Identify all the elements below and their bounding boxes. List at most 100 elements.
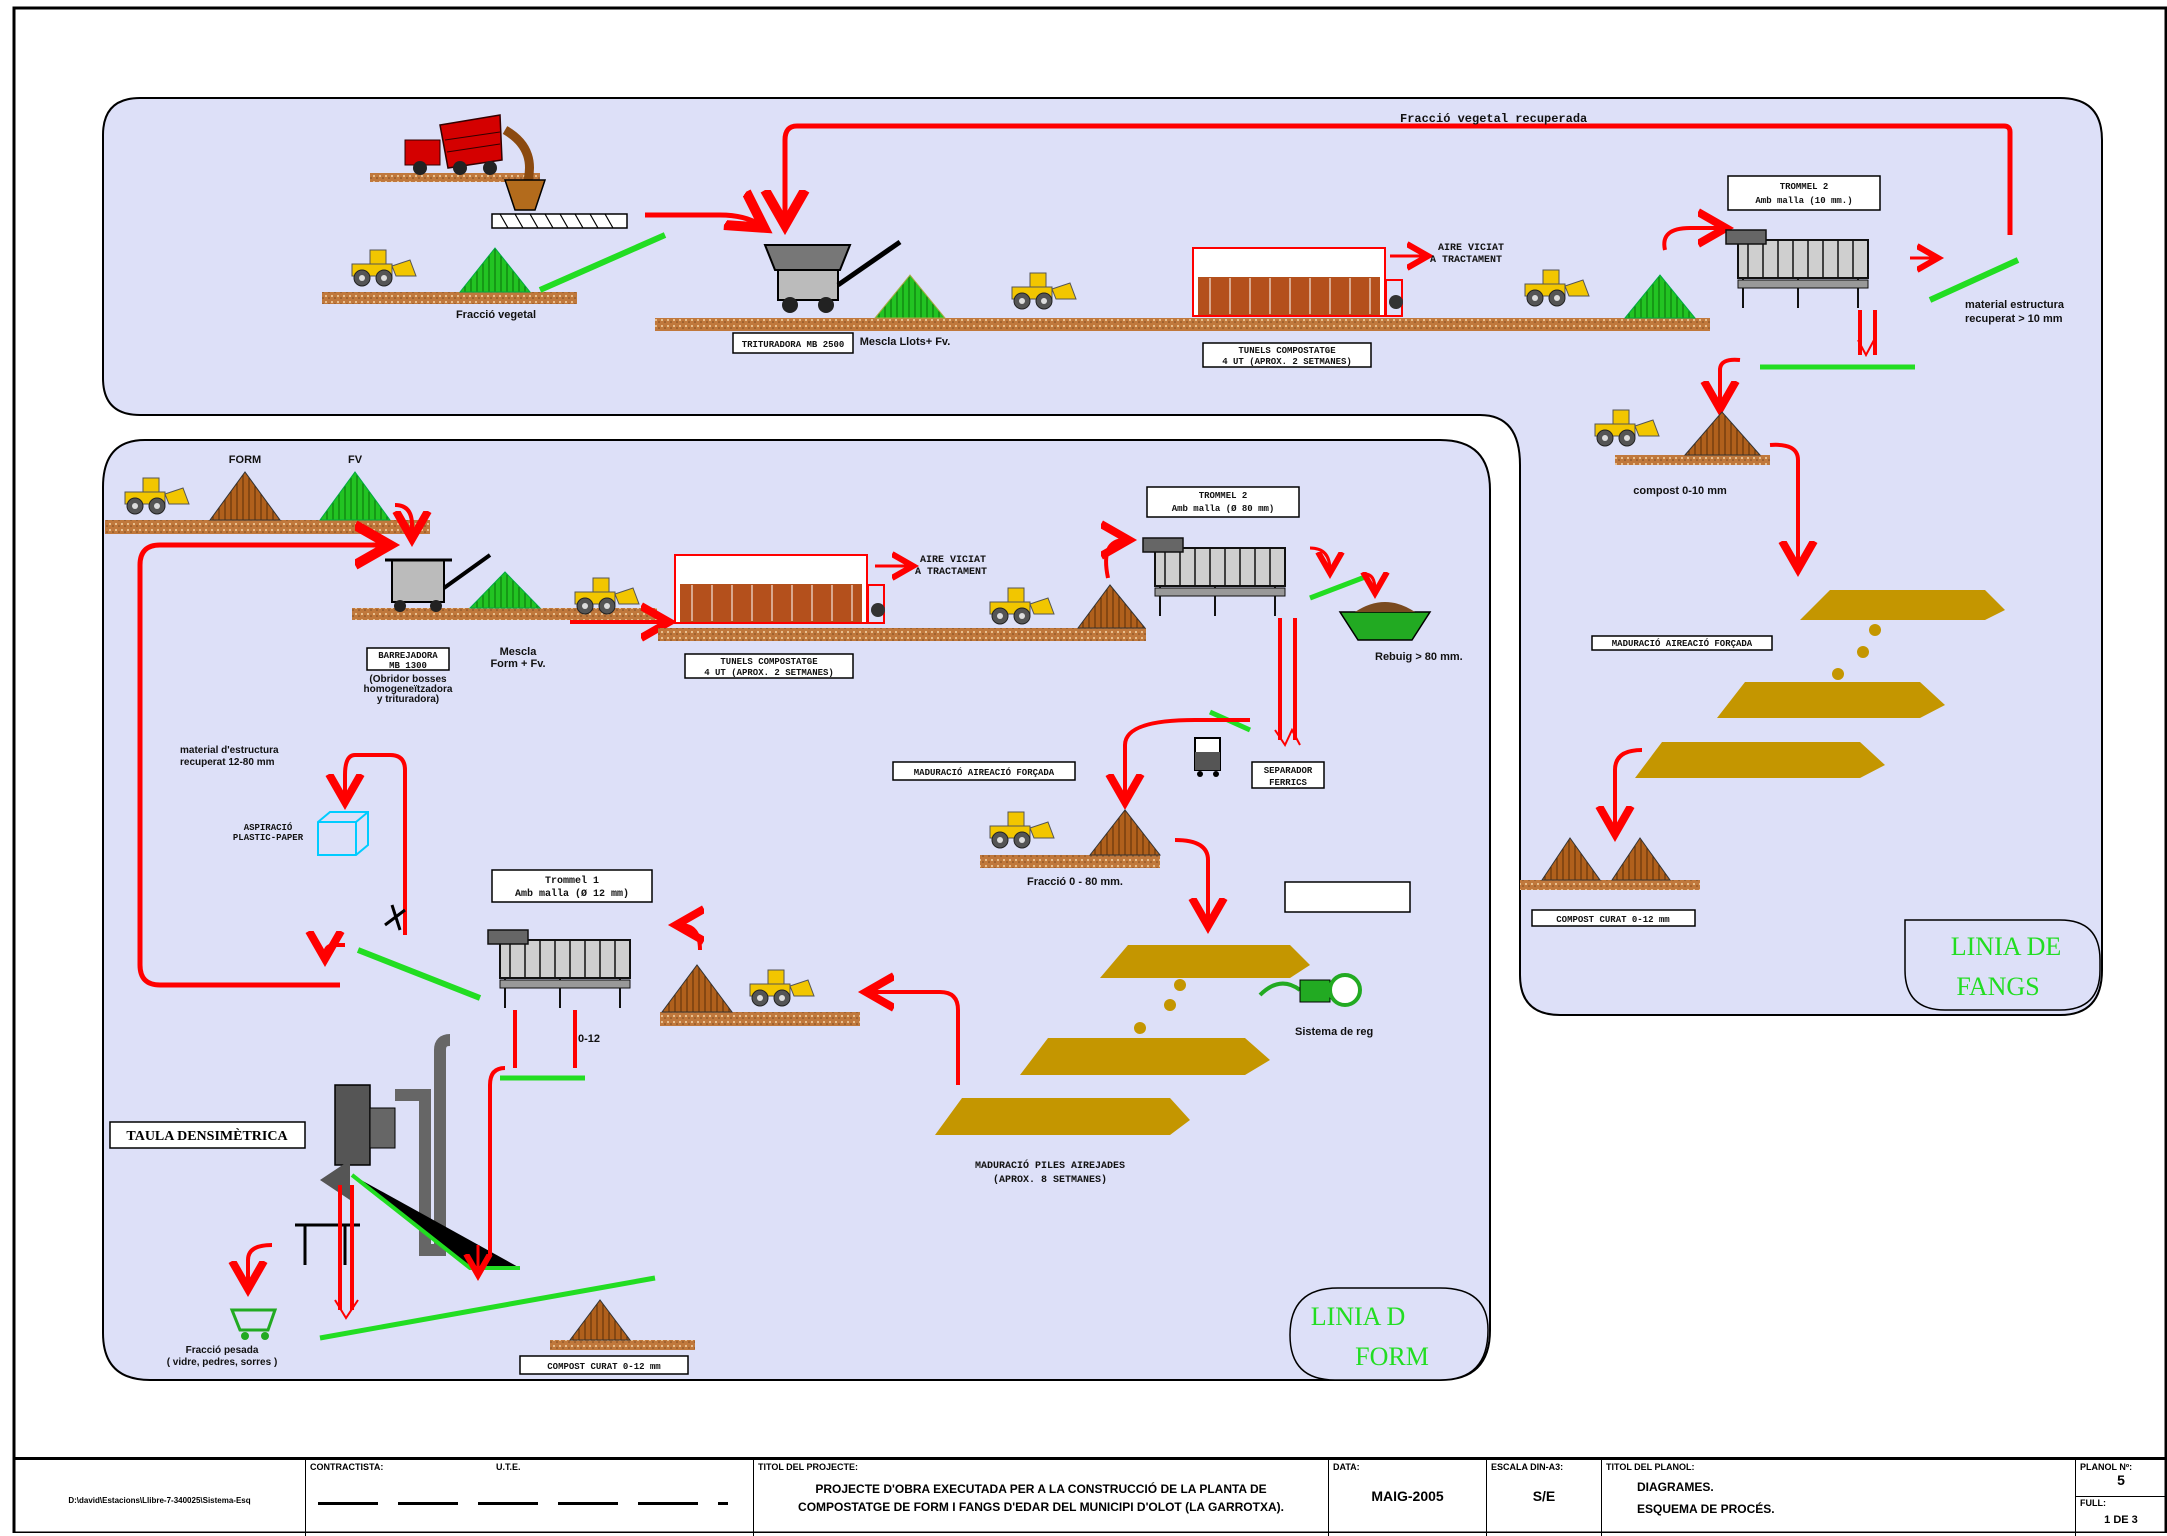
ute-heading: U.T.E. [496, 1462, 521, 1472]
structurant-form-2: recuperat 12-80 mm [180, 757, 275, 768]
final-pile-fangs [1611, 837, 1671, 881]
aspiration-box-icon [317, 811, 369, 856]
vegetal-fraction-label: Fracció vegetal [456, 309, 536, 321]
trommel-feed-arrow-top [1662, 228, 1722, 251]
project-heading: TITOL DEL PROJECTE: [758, 1462, 859, 1472]
final-label-form: COMPOST CURAT 0-12 mm [547, 1362, 661, 1372]
reject-bin-icon [1338, 602, 1432, 641]
green-pile-top [1623, 274, 1697, 319]
form-title-box [1289, 1287, 1489, 1381]
mix-pile-top [873, 274, 947, 319]
composting-tunnel-form [674, 554, 885, 624]
trommel-top-label-2: Amb malla (10 mm.) [1755, 196, 1852, 206]
project-line-2: COMPOSTATGE DE FORM I FANGS D'EDAR DEL M… [798, 1500, 1284, 1514]
project-cell: TITOL DEL PROJECTE: PROJECTE D'OBRA EXEC… [754, 1460, 1329, 1536]
piles-label-1: MADURACIÓ PILES AIREJADES [975, 1158, 1125, 1172]
maturation-piles-fangs [1635, 590, 2005, 778]
plan-title-2: ESQUEMA DE PROCÉS. [1637, 1502, 1775, 1516]
empty-label-box [1284, 881, 1411, 913]
mixer-icon [385, 553, 492, 612]
mix-label-top: Mescla Llots+ Fv. [860, 336, 951, 348]
sheet-value: 1 DE 3 [2104, 1514, 2138, 1526]
plan-title-1: DIAGRAMES. [1637, 1480, 1714, 1494]
ground-strip-form [105, 520, 430, 534]
date-heading: DATA: [1333, 1462, 1360, 1472]
final-pile-form [569, 1299, 631, 1341]
plan-title-cell: TITOL DEL PLANOL: DIAGRAMES. ESQUEMA DE … [1602, 1460, 2076, 1536]
feed-arrow [645, 215, 760, 225]
shredder-icon [763, 239, 902, 313]
vegetal-pile [458, 247, 532, 293]
fv-pile [319, 471, 391, 521]
fan-icon [384, 904, 406, 931]
trommel1-label-2: Amb malla (Ø 12 mm) [515, 888, 629, 900]
green-conveyor [1309, 574, 1366, 601]
maturation-label-fangs: MADURACIÓ AIREACIÓ FORÇADA [1612, 638, 1753, 649]
tunnel-label-top-2: 4 UT (APROX. 2 SETMANES) [1222, 357, 1352, 367]
contractor-cell: CONTRACTISTA: U.T.E. [306, 1460, 754, 1536]
compost-arrow-fangs [1720, 357, 1741, 405]
form-title-2: FORM [1355, 1342, 1429, 1371]
final-pile-fangs [1541, 837, 1601, 881]
feed-conveyor [491, 213, 628, 229]
form-pile [209, 471, 281, 521]
return-arrow-top [785, 123, 2013, 235]
mix-pile-form [468, 571, 542, 609]
density-table-icon [295, 1034, 451, 1265]
contractor-heading: CONTRACTISTA: [310, 1462, 384, 1472]
separator-label-1: SEPARADOR [1264, 766, 1313, 776]
scale-value: S/E [1532, 1488, 1556, 1504]
separator-label-2: FERRICS [1269, 778, 1307, 788]
structurant-return-arrow [137, 545, 385, 988]
irrigation-icon [1258, 973, 1362, 1007]
tunnel-label-form-1: TUNELS COMPOSTATGE [720, 657, 818, 667]
final-label-fangs: COMPOST CURAT 0-12 mm [1556, 915, 1670, 925]
composting-tunnel-top [1192, 247, 1403, 317]
fangs-title-2: FANGS [1956, 972, 2039, 1001]
aspiration-label-2: PLASTIC-PAPER [233, 833, 304, 843]
density-table-label: TAULA DENSIMÈTRICA [126, 1127, 288, 1144]
ground-strip-top [655, 318, 1710, 331]
trommel-top-label-1: TROMMEL 2 [1780, 182, 1829, 192]
maturation-piles-form [935, 945, 1310, 1135]
air-label-top-1: AIRE VICIAT [1438, 243, 1504, 254]
trommel2-form-label-1: TROMMEL 2 [1199, 491, 1248, 501]
heavy-fraction-label-2: ( vidre, pedres, sorres ) [167, 1357, 278, 1368]
scale-heading: ESCALA DIN-A3: [1491, 1462, 1564, 1472]
form-title-1: LINIA D [1311, 1302, 1406, 1331]
return-label: Fracció vegetal recuperada [1400, 112, 1587, 126]
fangs-title-box [1904, 919, 2101, 1011]
piles-label-2: (APROX. 8 SETMANES) [993, 1174, 1107, 1186]
date-cell: DATA: MAIG-2005 [1329, 1460, 1487, 1536]
fv-label: FV [348, 454, 363, 466]
trommel1-label-1: Trommel 1 [545, 875, 599, 887]
heavy-fraction-label-1: Fracció pesada [186, 1345, 259, 1356]
fraction-label-form: Fracció 0 - 80 mm. [1027, 876, 1123, 888]
tunnel-label-form-2: 4 UT (APROX. 2 SETMANES) [704, 668, 834, 678]
tunnel-label-top-1: TUNELS COMPOSTATGE [1238, 346, 1336, 356]
waste-bin-icon [1194, 737, 1221, 777]
plan-number-cell: PLANOL Nº: 5 FULL: 1 DE 3 [2076, 1460, 2166, 1536]
mixer-note-3: y trituradora) [377, 694, 439, 705]
form-label: FORM [229, 454, 261, 466]
fraction-012-label: 0-12 [578, 1033, 600, 1045]
hopper-icon [503, 179, 547, 211]
structurant-top-1: material estructura [1965, 299, 2065, 311]
plan-number-heading: PLANOL Nº: [2080, 1462, 2133, 1472]
scale-cell: ESCALA DIN-A3: S/E [1487, 1460, 1602, 1536]
project-line-1: PROJECTE D'OBRA EXECUTADA PER A LA CONST… [815, 1482, 1267, 1496]
sheet-heading: FULL: [2080, 1498, 2106, 1508]
contractor-logos [318, 1502, 728, 1505]
maturation-label-form: MADURACIÓ AIREACIÓ FORÇADA [914, 767, 1055, 778]
screen-pile-form [661, 964, 733, 1013]
plan-number: 5 [2117, 1472, 2125, 1488]
compost-pile-form [1077, 584, 1147, 629]
green-conveyor [356, 947, 482, 1001]
trommel1-outlets [513, 1010, 577, 1068]
trommel2-outlet [1278, 618, 1297, 740]
compost-pile-fangs [1683, 411, 1762, 456]
file-path: D:\david\Estacions\Llibre-7-340025\Siste… [68, 1496, 251, 1505]
structurant-form-1: material d'estructura [180, 745, 279, 756]
irrigation-label: Sistema de reg [1295, 1026, 1373, 1038]
